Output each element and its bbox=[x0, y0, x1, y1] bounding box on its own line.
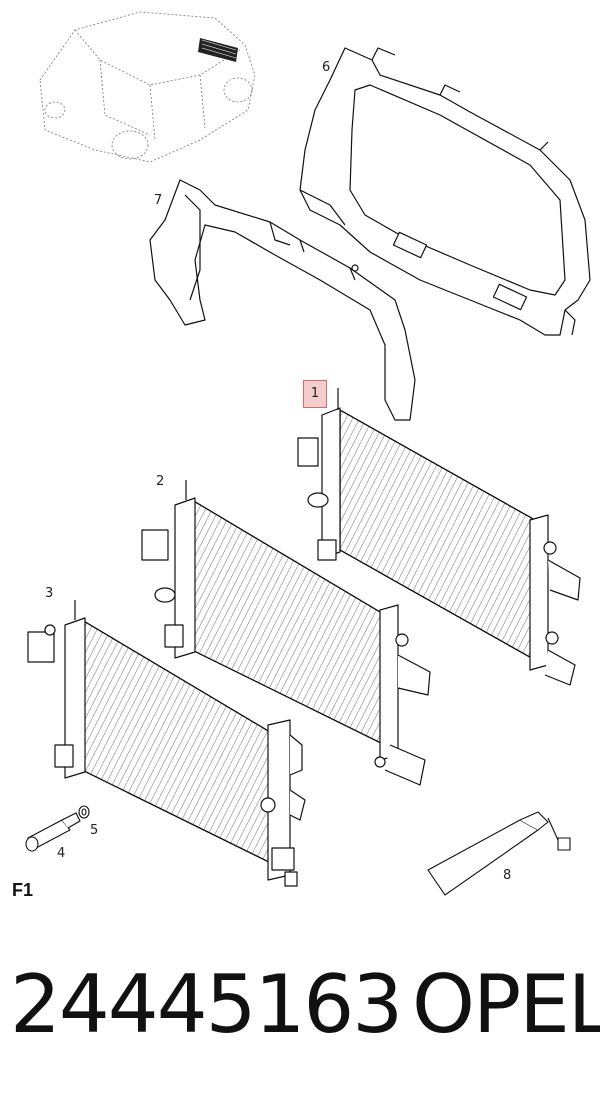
callout-6: 6 bbox=[322, 60, 331, 75]
callout-1: 1 bbox=[303, 380, 327, 408]
callout-5: 5 bbox=[90, 823, 99, 838]
callout-4: 4 bbox=[57, 846, 66, 861]
callout-7: 7 bbox=[154, 193, 163, 208]
car-silhouette bbox=[40, 12, 255, 162]
part-number: 24445163 bbox=[10, 958, 403, 1051]
exploded-parts-diagram bbox=[0, 0, 600, 930]
seal-ring bbox=[79, 806, 89, 818]
callout-8: 8 bbox=[503, 868, 512, 883]
radiator-1 bbox=[298, 388, 580, 685]
brand-name: OPEL bbox=[412, 958, 600, 1051]
section-label: F1 bbox=[12, 880, 34, 900]
air-deflector bbox=[150, 180, 415, 420]
radiator-support-frame bbox=[300, 48, 590, 335]
radiator-3 bbox=[28, 600, 305, 886]
callout-2: 2 bbox=[156, 474, 165, 489]
callout-3: 3 bbox=[45, 586, 54, 601]
sealant-tube bbox=[428, 812, 570, 895]
drain-plug bbox=[26, 813, 80, 851]
radiator-2 bbox=[142, 480, 430, 785]
car-radiator-highlight bbox=[198, 38, 238, 62]
